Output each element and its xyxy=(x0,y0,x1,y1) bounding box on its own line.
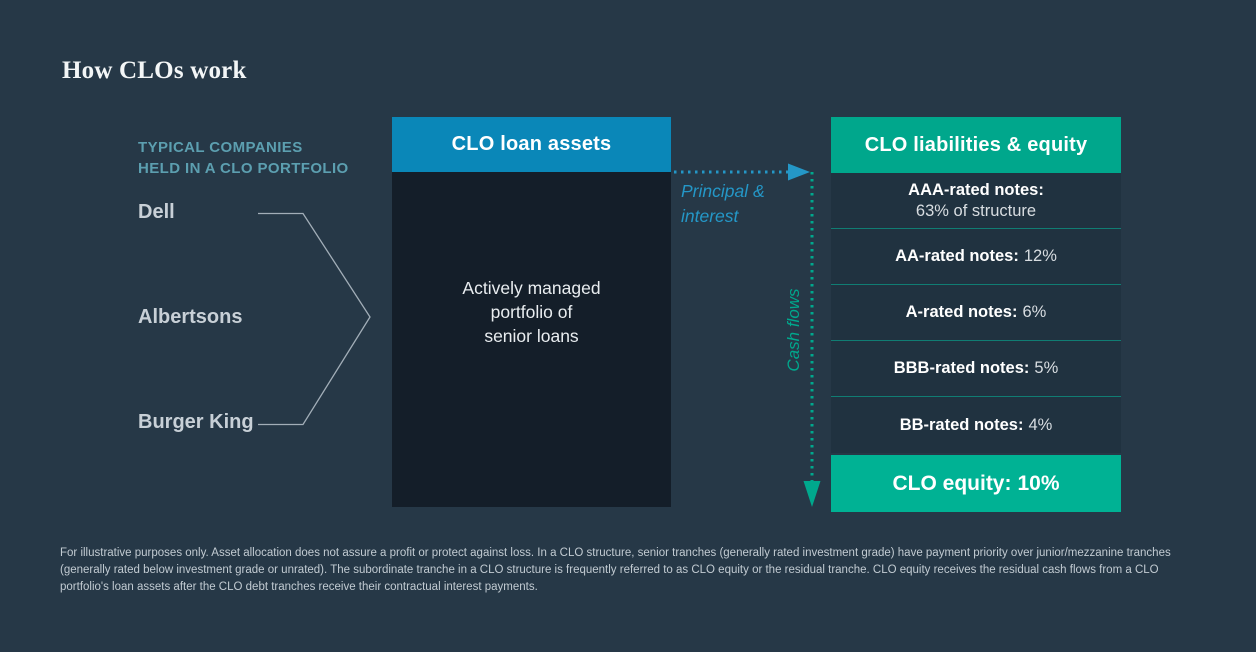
portfolio-label: TYPICAL COMPANIES HELD IN A CLO PORTFOLI… xyxy=(138,137,349,179)
bracket-connector xyxy=(258,212,371,426)
tranche-label: AA-rated notes: xyxy=(895,247,1019,265)
liabilities-box-header: CLO liabilities & equity xyxy=(831,117,1121,173)
down-arrowhead-icon xyxy=(803,481,821,507)
assets-box-body: Actively managed portfolio of senior loa… xyxy=(392,172,671,507)
principal-label-line2: interest xyxy=(681,206,739,226)
assets-body-line3: senior loans xyxy=(484,326,579,346)
portfolio-label-line1: TYPICAL COMPANIES xyxy=(138,139,303,156)
principal-label-line1: Principal & xyxy=(681,181,765,201)
tranche-value: 63% of structure xyxy=(915,201,1037,220)
assets-box-header: CLO loan assets xyxy=(392,117,671,172)
principal-interest-label: Principal & interest xyxy=(681,179,765,229)
tranche-row-bbb: BBB-rated notes:5% xyxy=(831,341,1121,397)
tranche-label: A-rated notes: xyxy=(905,303,1018,321)
footnote-text: For illustrative purposes only. Asset al… xyxy=(60,547,1171,593)
page-title: How CLOs work xyxy=(62,57,247,84)
tranche-row-a: A-rated notes:6% xyxy=(831,285,1121,341)
tranche-row-aaa: AAA-rated notes: 63% of structure xyxy=(831,173,1121,229)
right-arrowhead-icon xyxy=(788,163,810,181)
tranche-label: BBB-rated notes: xyxy=(893,359,1030,377)
clo-liabilities-equity-box: CLO liabilities & equity AAA-rated notes… xyxy=(831,117,1121,512)
equity-label: CLO equity: xyxy=(892,471,1012,495)
tranche-value: 6% xyxy=(1022,303,1047,321)
tranche-value: 5% xyxy=(1034,359,1059,377)
assets-body-line1: Actively managed xyxy=(462,278,601,298)
company-item-burger-king: Burger King xyxy=(138,411,254,433)
tranche-value: 12% xyxy=(1023,247,1057,265)
equity-value: 10% xyxy=(1017,471,1060,495)
tranche-row-bb: BB-rated notes:4% xyxy=(831,397,1121,453)
assets-body-line2: portfolio of xyxy=(490,302,573,322)
company-item-dell: Dell xyxy=(138,201,175,223)
tranche-label: AAA-rated notes: xyxy=(908,180,1044,199)
clo-equity-row: CLO equity:10% xyxy=(831,455,1121,512)
tranche-label: BB-rated notes: xyxy=(899,415,1024,434)
clo-loan-assets-box: CLO loan assets Actively managed portfol… xyxy=(392,117,671,507)
portfolio-label-line2: HELD IN A CLO PORTFOLIO xyxy=(138,160,349,177)
tranche-row-aa: AA-rated notes:12% xyxy=(831,229,1121,285)
cash-flows-label: Cash flows xyxy=(784,288,803,372)
company-item-albertsons: Albertsons xyxy=(138,306,243,328)
tranche-value: 4% xyxy=(1028,415,1053,434)
